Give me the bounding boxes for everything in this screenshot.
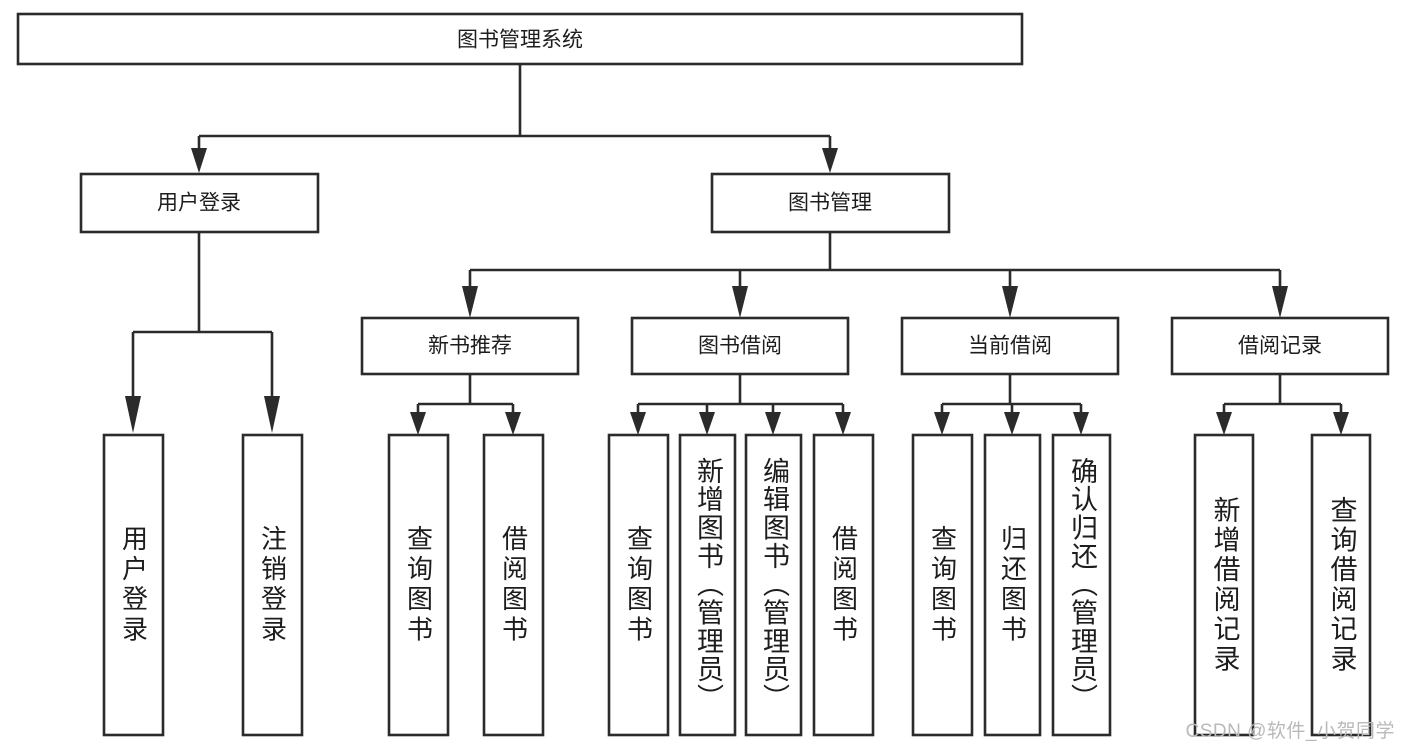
- node-leaf-query-borrow-record[interactable]: 查询借阅记录: [1310, 433, 1372, 737]
- node-leaf-query-borrow-record-box[interactable]: [1310, 433, 1372, 737]
- node-new-book-rec-label: 新书推荐: [428, 335, 512, 358]
- node-leaf-confirm-return-admin-box[interactable]: [1051, 433, 1112, 737]
- node-leaf-query-book-borrow-label: 查询图书: [623, 524, 654, 646]
- node-leaf-add-borrow-record-label: 新增借阅记录: [1209, 495, 1240, 675]
- arrow-head-leaf-logout-login: [264, 396, 280, 433]
- node-user-login-box[interactable]: [79, 172, 320, 234]
- arrow-head-borrow-record: [1272, 286, 1288, 318]
- node-leaf-logout-login-box[interactable]: [241, 433, 304, 737]
- arrow-head-leaf-borrow-book: [835, 412, 851, 435]
- node-leaf-borrow-book-rec[interactable]: 借阅图书: [482, 433, 545, 737]
- node-root-box[interactable]: [16, 12, 1024, 66]
- node-leaf-confirm-return-admin-label: 确认归还（管理员）: [1067, 457, 1097, 713]
- node-leaf-borrow-book-box[interactable]: [812, 433, 875, 737]
- node-book-borrow-box[interactable]: [630, 316, 850, 376]
- node-leaf-query-book-borrow-box[interactable]: [607, 433, 670, 737]
- arrow-head-leaf-edit-book-admin: [765, 412, 781, 435]
- node-new-book-rec-box[interactable]: [360, 316, 580, 376]
- node-leaf-add-borrow-record-box[interactable]: [1193, 433, 1255, 737]
- node-current-borrow[interactable]: 当前借阅: [900, 316, 1120, 376]
- arrow-head-current-borrow: [1002, 286, 1018, 318]
- node-leaf-query-book-current[interactable]: 查询图书: [911, 433, 974, 737]
- node-leaf-add-book-admin-label: 新增图书（管理员）: [693, 457, 723, 713]
- node-leaf-edit-book-admin[interactable]: 编辑图书（管理员）: [744, 433, 803, 737]
- node-leaf-logout-login[interactable]: 注销登录: [241, 433, 304, 737]
- arrow-head-leaf-confirm-return-admin: [1073, 412, 1089, 435]
- node-leaf-borrow-book-rec-box[interactable]: [482, 433, 545, 737]
- node-leaf-add-borrow-record[interactable]: 新增借阅记录: [1193, 433, 1255, 737]
- arrow-head-leaf-query-borrow-record: [1333, 412, 1349, 435]
- node-root-label: 图书管理系统: [457, 29, 583, 52]
- node-user-login[interactable]: 用户登录: [79, 172, 320, 234]
- arrow-head-leaf-user-login: [125, 396, 141, 433]
- node-current-borrow-box[interactable]: [900, 316, 1120, 376]
- node-book-borrow[interactable]: 图书借阅: [630, 316, 850, 376]
- node-leaf-edit-book-admin-box[interactable]: [744, 433, 803, 737]
- node-leaf-query-borrow-record-label: 查询借阅记录: [1326, 495, 1357, 675]
- arrow-head-book-borrow: [732, 286, 748, 318]
- node-leaf-return-book[interactable]: 归还图书: [983, 433, 1042, 737]
- arrow-head-user-login: [191, 148, 207, 173]
- node-book-manage[interactable]: 图书管理: [710, 172, 951, 234]
- node-new-book-rec[interactable]: 新书推荐: [360, 316, 580, 376]
- node-leaf-user-login-label: 用户登录: [118, 524, 149, 646]
- arrow-head-leaf-return-book: [1004, 412, 1020, 435]
- node-leaf-borrow-book-label: 借阅图书: [828, 524, 859, 646]
- arrow-head-leaf-add-borrow-record: [1216, 412, 1232, 435]
- arrow-head-leaf-borrow-book-rec: [505, 412, 521, 435]
- node-book-manage-box[interactable]: [710, 172, 951, 234]
- arrow-head-leaf-query-book-rec: [410, 412, 426, 435]
- arrow-head-leaf-query-book-current: [934, 412, 950, 435]
- node-leaf-query-book-rec-label: 查询图书: [403, 524, 434, 646]
- node-borrow-record-box[interactable]: [1170, 316, 1390, 376]
- node-leaf-user-login[interactable]: 用户登录: [102, 433, 165, 737]
- node-leaf-query-book-current-box[interactable]: [911, 433, 974, 737]
- node-leaf-add-book-admin[interactable]: 新增图书（管理员）: [678, 433, 737, 737]
- node-book-manage-label: 图书管理: [788, 192, 872, 215]
- node-borrow-record[interactable]: 借阅记录: [1170, 316, 1390, 376]
- node-leaf-return-book-label: 归还图书: [997, 524, 1028, 646]
- node-leaf-borrow-book[interactable]: 借阅图书: [812, 433, 875, 737]
- node-leaf-return-book-box[interactable]: [983, 433, 1042, 737]
- node-user-login-label: 用户登录: [157, 192, 241, 215]
- node-leaf-logout-login-label: 注销登录: [257, 524, 288, 646]
- node-book-borrow-label: 图书借阅: [698, 335, 782, 358]
- node-leaf-add-book-admin-box[interactable]: [678, 433, 737, 737]
- arrow-head-new-book-rec: [462, 286, 478, 318]
- node-leaf-query-book-rec-box[interactable]: [387, 433, 450, 737]
- arrow-head-book-manage: [822, 148, 838, 173]
- node-borrow-record-label: 借阅记录: [1238, 335, 1322, 358]
- node-leaf-query-book-current-label: 查询图书: [927, 524, 958, 646]
- arrow-head-leaf-query-book-borrow: [630, 412, 646, 435]
- node-leaf-confirm-return-admin[interactable]: 确认归还（管理员）: [1051, 433, 1112, 737]
- node-leaf-edit-book-admin-label: 编辑图书（管理员）: [759, 457, 789, 713]
- node-leaf-query-book-borrow[interactable]: 查询图书: [607, 433, 670, 737]
- node-current-borrow-label: 当前借阅: [968, 335, 1052, 358]
- node-leaf-user-login-box[interactable]: [102, 433, 165, 737]
- node-leaf-borrow-book-rec-label: 借阅图书: [498, 524, 529, 646]
- node-leaf-query-book-rec[interactable]: 查询图书: [387, 433, 450, 737]
- connector-layer: [125, 64, 1349, 435]
- arrow-head-leaf-add-book-admin: [699, 412, 715, 435]
- node-root[interactable]: 图书管理系统: [16, 12, 1024, 66]
